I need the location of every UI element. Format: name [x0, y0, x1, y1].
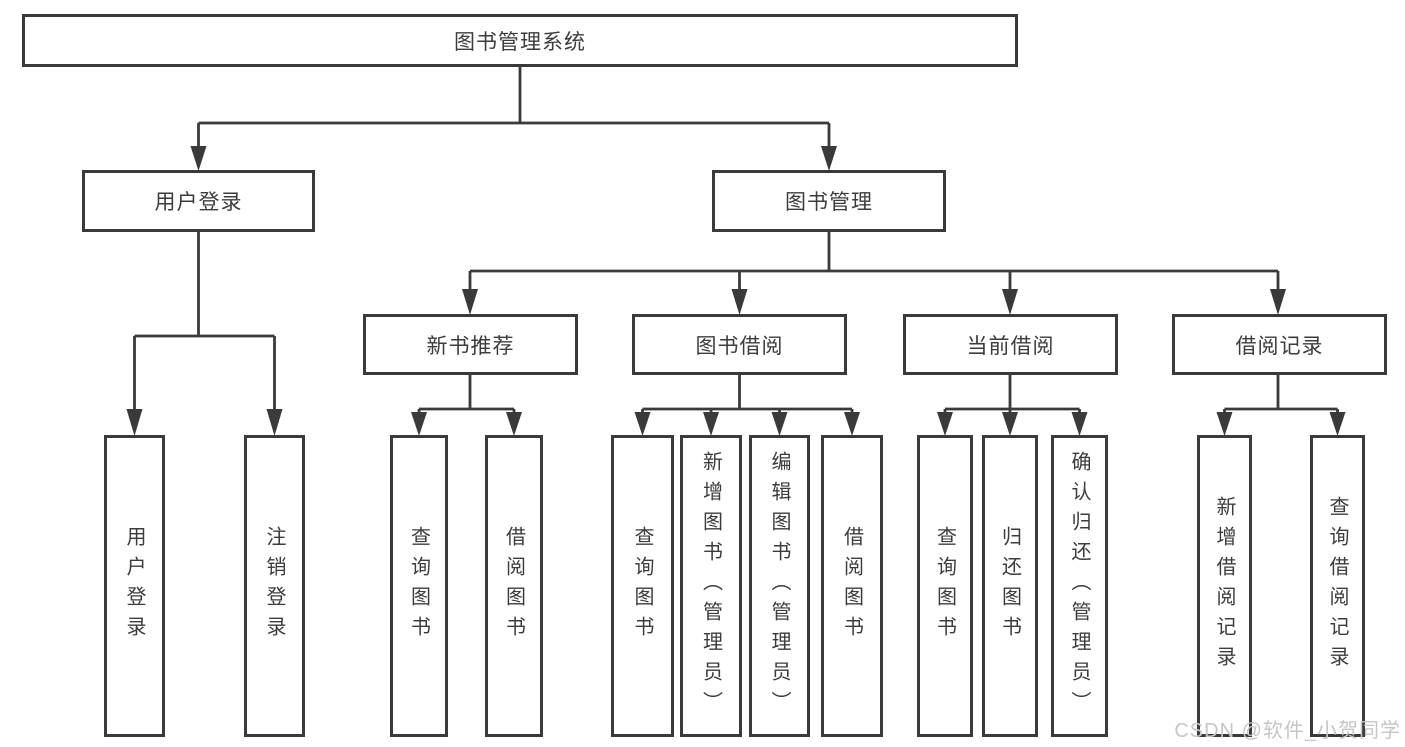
node-current-borrow-label: 当前借阅 — [966, 334, 1055, 358]
connector-new-book-children — [411, 375, 522, 436]
connector-book-management-children — [462, 232, 1286, 315]
leaf-query-books-recommend-label: 查询图书 — [407, 526, 430, 646]
leaf-logout: 注销登录 — [244, 435, 305, 737]
connector-current-borrow-children — [937, 375, 1088, 436]
leaf-return-books-label: 归还图书 — [998, 526, 1021, 646]
node-root-system: 图书管理系统 — [22, 14, 1018, 67]
node-new-book-recommend: 新书推荐 — [363, 314, 578, 375]
leaf-user-login-label: 用户登录 — [123, 526, 145, 646]
leaf-edit-books-admin: 编辑图书（管理员） — [749, 435, 810, 737]
leaf-edit-books-admin-label: 编辑图书（管理员） — [768, 451, 790, 721]
leaf-query-books-current: 查询图书 — [917, 435, 973, 737]
connector-root-to-level2 — [190, 67, 837, 171]
node-borrow-record: 借阅记录 — [1172, 314, 1387, 375]
node-user-login-label: 用户登录 — [154, 191, 243, 214]
connector-borrow-record-children — [1216, 375, 1346, 436]
leaf-logout-label: 注销登录 — [263, 526, 285, 646]
leaf-borrow-books: 借阅图书 — [821, 435, 883, 737]
leaf-add-books-admin-label: 新增图书（管理员） — [699, 451, 722, 721]
leaf-user-login: 用户登录 — [104, 435, 165, 737]
leaf-add-borrow-record-label: 新增借阅记录 — [1213, 496, 1235, 676]
leaf-query-books-borrow-label: 查询图书 — [631, 526, 653, 646]
leaf-query-books-current-label: 查询图书 — [933, 526, 956, 646]
leaf-borrow-books-label: 借阅图书 — [840, 526, 863, 646]
leaf-borrow-books-recommend-label: 借阅图书 — [502, 526, 525, 646]
connector-user-login-children — [126, 232, 283, 436]
leaf-query-borrow-record-label: 查询借阅记录 — [1326, 496, 1348, 676]
node-borrow-record-label: 借阅记录 — [1235, 334, 1324, 358]
node-user-login: 用户登录 — [82, 170, 315, 232]
node-book-management: 图书管理 — [712, 170, 946, 232]
leaf-add-borrow-record: 新增借阅记录 — [1197, 435, 1252, 737]
leaf-borrow-books-recommend: 借阅图书 — [485, 435, 543, 737]
leaf-query-books-borrow: 查询图书 — [611, 435, 674, 737]
node-book-borrow-label: 图书借阅 — [695, 334, 784, 358]
leaf-return-books: 归还图书 — [982, 435, 1038, 737]
node-new-book-recommend-label: 新书推荐 — [426, 334, 515, 358]
node-root-system-label: 图书管理系统 — [454, 30, 586, 54]
csdn-watermark: CSDN @软件_小贺同学 — [1174, 720, 1401, 742]
leaf-confirm-return-admin: 确认归还（管理员） — [1051, 435, 1108, 737]
leaf-query-books-recommend: 查询图书 — [390, 435, 448, 737]
connector-book-borrow-children — [634, 375, 860, 436]
leaf-confirm-return-admin-label: 确认归还（管理员） — [1068, 451, 1090, 721]
node-current-borrow: 当前借阅 — [903, 314, 1118, 375]
leaf-add-books-admin: 新增图书（管理员） — [680, 435, 742, 737]
node-book-management-label: 图书管理 — [785, 191, 873, 214]
leaf-query-borrow-record: 查询借阅记录 — [1310, 435, 1365, 737]
node-book-borrow: 图书借阅 — [632, 314, 847, 375]
